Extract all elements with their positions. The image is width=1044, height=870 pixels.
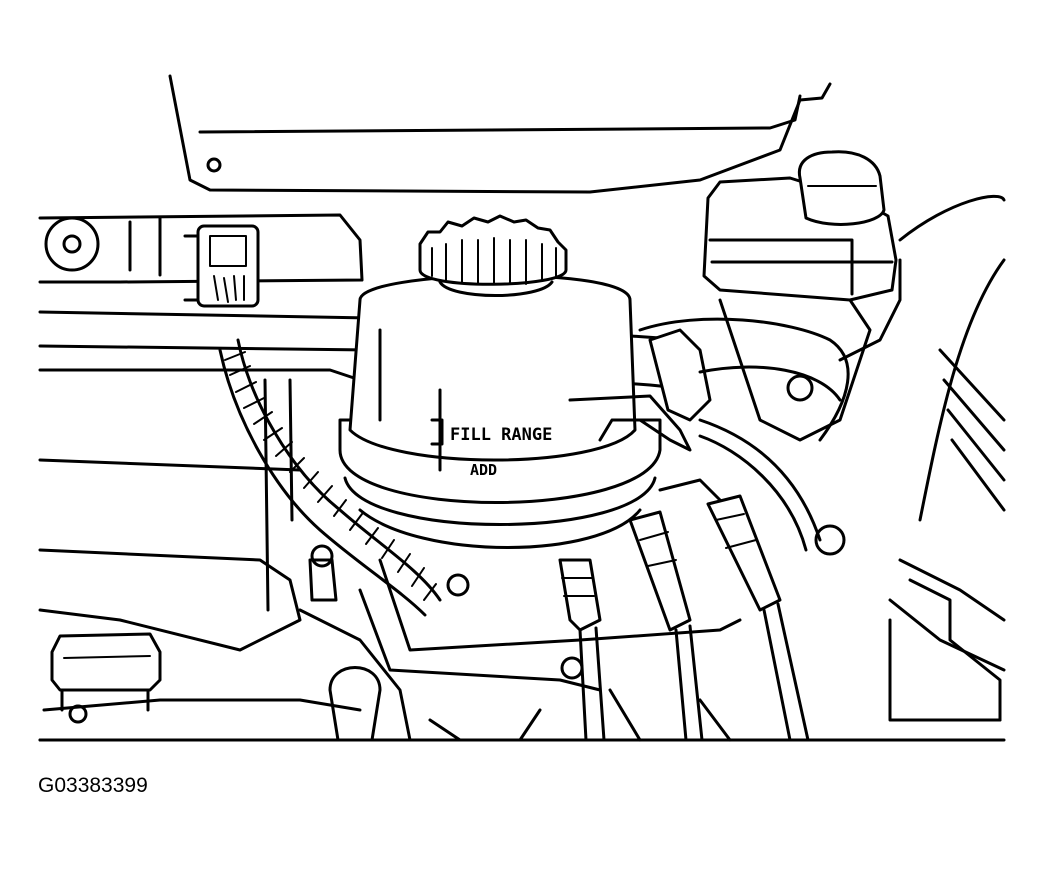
hose-clamp: [568, 328, 712, 452]
bottom-left-cap: [38, 632, 422, 742]
plug-wires: [558, 478, 810, 742]
reservoir-cap: [418, 214, 568, 297]
frame-bottom: [38, 688, 1006, 742]
left-lower-housing: [38, 368, 362, 652]
fluid-reservoir: [338, 274, 662, 549]
fill-range-bracket: [430, 418, 444, 446]
right-panel: [888, 194, 1006, 722]
upper-cover: [168, 74, 832, 194]
fill-range-label: FILL RANGE: [450, 425, 552, 445]
linkage: [298, 544, 412, 742]
add-label: ADD: [470, 461, 497, 479]
left-bracket: [38, 213, 364, 284]
brake-lines: [638, 258, 902, 556]
brake-reservoir: [702, 150, 898, 442]
electrical-connector: [183, 224, 260, 308]
figure-id: G03383399: [38, 774, 148, 797]
